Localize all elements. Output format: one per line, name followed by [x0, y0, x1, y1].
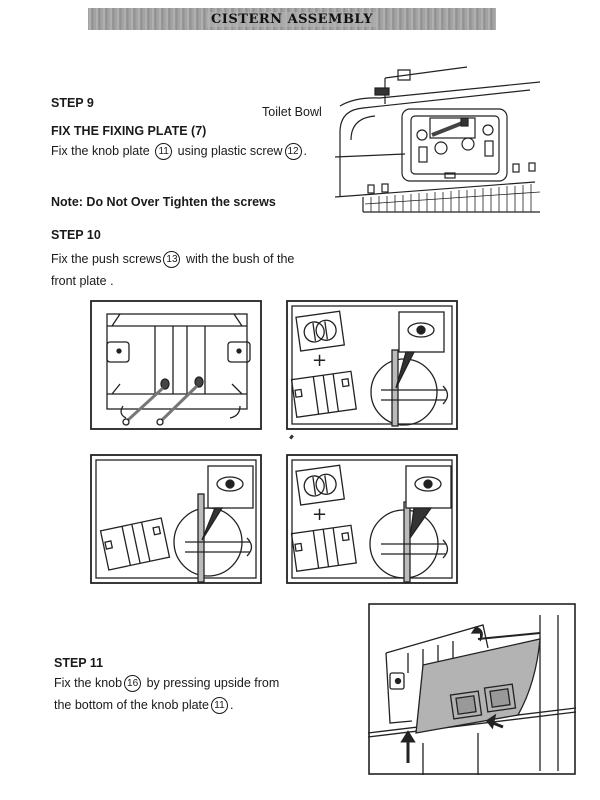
- step9-heading: STEP 9: [51, 96, 94, 110]
- step10-instruction-line2: front plate .: [51, 274, 114, 288]
- step9-instruction: Fix the knob plate 11 using plastic scre…: [51, 143, 307, 160]
- step11-figure: [368, 603, 576, 775]
- step9-text-c: .: [303, 143, 308, 158]
- plus-sign: +: [312, 350, 327, 371]
- step9-subheading: FIX THE FIXING PLATE (7): [51, 124, 207, 138]
- step11-text-d: .: [229, 697, 234, 712]
- step10-figure-detail-2: [90, 454, 262, 584]
- step9-text-b: using plastic screw: [177, 143, 283, 158]
- part-number-13: 13: [163, 251, 181, 268]
- step11-heading: STEP 11: [54, 656, 104, 670]
- step10-figure-detail-1: +: [286, 300, 458, 430]
- part-number-11: 11: [155, 143, 173, 160]
- stray-mark: [289, 434, 294, 440]
- part-number-11: 11: [210, 697, 228, 714]
- step9-note: Note: Do Not Over Tighten the screws: [51, 195, 276, 209]
- step10-figure-plate-screws: [90, 300, 262, 430]
- step11-text-a: Fix the knob: [54, 675, 123, 690]
- step10-text-b: with the bush of the: [185, 251, 295, 266]
- section-banner: CISTERN ASSEMBLY: [88, 8, 496, 30]
- step11-text-c: the bottom of the knob plate: [54, 697, 209, 712]
- step9-text-a: Fix the knob plate: [51, 143, 150, 158]
- step10-heading: STEP 10: [51, 228, 101, 242]
- section-title: CISTERN ASSEMBLY: [206, 11, 378, 27]
- toilet-bowl-label: Toilet Bowl: [262, 105, 322, 119]
- part-number-12: 12: [284, 143, 302, 160]
- step10-figure-detail-3: +: [286, 454, 458, 584]
- part-number-16: 16: [124, 675, 142, 692]
- step11-text-b: by pressing upside from: [146, 675, 280, 690]
- plus-sign: +: [312, 504, 327, 525]
- step9-figure: [335, 62, 550, 214]
- step10-text-a: Fix the push screws: [51, 251, 162, 266]
